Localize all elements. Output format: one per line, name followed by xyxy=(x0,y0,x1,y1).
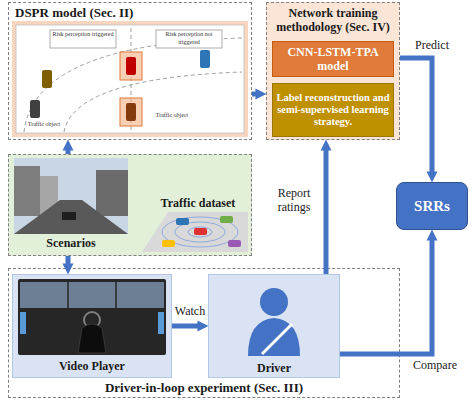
traffic-illustration xyxy=(142,212,248,252)
panel-caption: Video Player xyxy=(13,359,171,373)
edge-label: Predict xyxy=(402,38,462,52)
flow-arrow xyxy=(172,324,198,329)
seat-belt xyxy=(262,324,292,354)
edge-label: Compare xyxy=(400,358,470,372)
flow-arrow xyxy=(400,58,432,172)
section-title: Network training methodology (Sec. IV) xyxy=(269,6,397,34)
lane-curve xyxy=(64,72,242,132)
box-label: Label reconstruction and semi-supervised… xyxy=(273,92,393,128)
screen-band xyxy=(20,282,164,308)
lane-curve xyxy=(24,38,242,132)
car-icon xyxy=(194,228,207,235)
lane-line xyxy=(131,28,132,130)
section-title: DSPR model (Sec. II) xyxy=(15,5,245,20)
car-icon xyxy=(220,216,233,223)
panel-caption: Driver xyxy=(209,361,339,375)
car-icon xyxy=(228,240,241,247)
light-strip xyxy=(158,312,164,334)
driver-head xyxy=(260,288,288,316)
panel-caption: Traffic dataset xyxy=(146,196,250,210)
building xyxy=(40,176,58,216)
steering-wheel xyxy=(84,312,100,328)
output-box: SRRs xyxy=(396,182,468,230)
scene-frame xyxy=(16,25,244,133)
dspr-illustration xyxy=(12,21,248,137)
driver-body xyxy=(248,318,300,356)
process-box: CNN-LSTM-TPA model xyxy=(272,41,394,77)
box-label: SRRs xyxy=(397,198,467,215)
flow-arrow xyxy=(340,240,432,354)
risk-zone xyxy=(120,98,142,126)
callout-box xyxy=(50,30,116,48)
car-icon xyxy=(176,218,189,225)
driver-icon xyxy=(248,288,300,356)
car-icon xyxy=(200,50,210,68)
simulator-photo xyxy=(18,279,166,355)
range-ring xyxy=(175,222,225,242)
actor-panel: Driver xyxy=(208,274,340,378)
section-panel: Driver-in-loop experiment (Sec. III) Vide… xyxy=(8,268,400,398)
car-icon xyxy=(126,103,136,121)
panel-caption: Scenarios xyxy=(14,236,128,250)
flow-arrow xyxy=(324,150,329,274)
road-surface xyxy=(142,212,248,252)
flow-arrow xyxy=(252,92,256,97)
screen-divider xyxy=(67,282,69,308)
building xyxy=(96,170,128,216)
street-car xyxy=(62,212,76,220)
scenario-illustration xyxy=(14,158,128,234)
street-photo xyxy=(14,158,128,234)
range-ring xyxy=(162,217,238,247)
callout-box xyxy=(156,30,222,48)
simulator-illustration xyxy=(18,279,166,355)
driver-seat xyxy=(78,324,106,353)
risk-zone xyxy=(120,52,142,80)
section-panel: Network training methodology (Sec. IV) CN… xyxy=(266,2,400,140)
panel-background xyxy=(12,21,248,137)
car-icon xyxy=(30,100,40,118)
media-panel: Video Player xyxy=(12,274,172,378)
data-panel: Scenarios Traffic dataset xyxy=(8,154,252,256)
flow-arrow xyxy=(66,150,71,154)
light-strip xyxy=(20,312,26,334)
ego-car xyxy=(126,57,136,75)
street-road xyxy=(14,200,128,234)
car-icon xyxy=(42,70,52,88)
building xyxy=(14,166,40,216)
box-label: CNN-LSTM-TPA model xyxy=(273,45,393,73)
flow-arrow xyxy=(66,256,71,264)
section-title: Driver-in-loop experiment (Sec. III) xyxy=(9,380,399,395)
car-icon xyxy=(162,240,175,247)
edge-label: Report ratings xyxy=(266,186,322,214)
screen-divider xyxy=(115,282,117,308)
process-box: Label reconstruction and semi-supervised… xyxy=(272,83,394,137)
section-panel: DSPR model (Sec. II) xyxy=(8,2,252,140)
range-ring xyxy=(188,227,212,237)
